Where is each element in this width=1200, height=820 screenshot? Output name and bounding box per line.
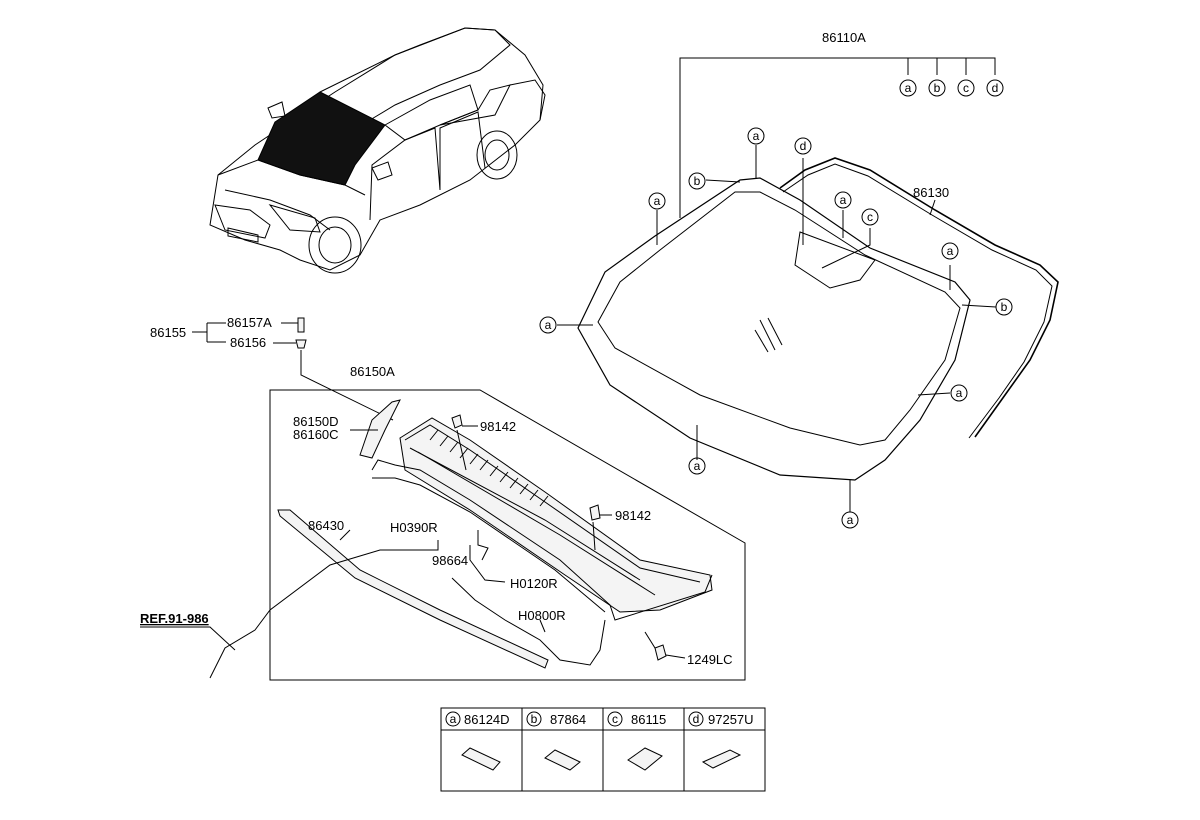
part-d-icon — [701, 749, 742, 769]
svg-text:d: d — [992, 81, 999, 95]
clip-icon-lower — [589, 504, 601, 521]
weatherstrip — [277, 509, 549, 669]
legend-part-b: 87864 — [550, 712, 586, 727]
label-86150d: 86150D — [293, 414, 339, 429]
callout-a-top: a — [899, 79, 917, 97]
callout-a-6: a — [950, 384, 968, 402]
reference-label: REF.91-986 — [140, 611, 209, 626]
part-c-icon — [627, 747, 663, 771]
part-a-icon — [461, 747, 501, 771]
bolt-icon — [297, 317, 305, 333]
windshield-glass — [577, 177, 971, 481]
callout-a-8: a — [841, 511, 859, 529]
svg-text:a: a — [654, 194, 661, 208]
part-b-icon — [544, 749, 581, 771]
bolt-group — [192, 317, 394, 421]
svg-text:a: a — [905, 81, 912, 95]
label-h0390r: H0390R — [390, 520, 438, 535]
svg-text:a: a — [753, 129, 760, 143]
svg-text:c: c — [963, 81, 969, 95]
legend-cell-c: c 86115 — [607, 711, 666, 771]
label-98142-lower: 98142 — [615, 508, 651, 523]
cowl-assembly-box — [269, 389, 746, 681]
callout-b-top: b — [928, 79, 946, 97]
callout-b-2: b — [995, 298, 1013, 316]
callout-a-3: a — [834, 191, 852, 209]
svg-text:b: b — [934, 81, 941, 95]
label-86160c: 86160C — [293, 427, 339, 442]
label-98142-upper: 98142 — [480, 419, 516, 434]
legend-part-c: 86115 — [631, 712, 666, 727]
svg-text:a: a — [840, 193, 847, 207]
label-86157a: 86157A — [227, 315, 272, 330]
legend-cell-b: b 87864 — [526, 711, 586, 771]
screw-icon — [654, 644, 667, 661]
label-86430: 86430 — [308, 518, 344, 533]
legend-cell-d: d 97257U — [688, 711, 754, 769]
label-86110a: 86110A — [822, 30, 866, 45]
callout-b-1: b — [688, 172, 706, 190]
legend-part-a: 86124D — [464, 712, 510, 727]
callout-c-top: c — [957, 79, 975, 97]
legend-cell-a: a 86124D — [445, 711, 510, 771]
callout-a-4: a — [941, 242, 959, 260]
svg-text:a: a — [947, 244, 954, 258]
clip-icon-upper — [451, 414, 463, 429]
label-86150a: 86150A — [350, 364, 395, 379]
label-h0120r: H0120R — [510, 576, 558, 591]
svg-text:c: c — [612, 712, 618, 726]
svg-text:b: b — [531, 712, 538, 726]
cowl-side-piece — [359, 399, 401, 459]
svg-text:a: a — [450, 712, 457, 726]
hose-lines — [209, 530, 606, 679]
svg-text:d: d — [800, 139, 807, 153]
nut-icon — [295, 339, 307, 349]
svg-text:a: a — [847, 513, 854, 527]
callout-c-1: c — [861, 208, 879, 226]
windshield-highlight — [257, 91, 386, 186]
windshield-leader-lines — [557, 57, 997, 512]
svg-text:b: b — [1001, 300, 1008, 314]
legend-part-d: 97257U — [708, 712, 754, 727]
label-h0800r: H0800R — [518, 608, 566, 623]
callout-a-5: a — [539, 316, 557, 334]
callout-a-7: a — [688, 457, 706, 475]
svg-text:c: c — [867, 210, 873, 224]
callout-a-1: a — [747, 127, 765, 145]
svg-text:a: a — [956, 386, 963, 400]
svg-text:a: a — [545, 318, 552, 332]
car-illustration — [209, 27, 546, 274]
callout-circles: a b c d a d b a a c a b a a a a — [539, 79, 1013, 529]
label-86155: 86155 — [150, 325, 186, 340]
label-98664: 98664 — [432, 553, 468, 568]
moulding-strip — [779, 157, 1059, 439]
legend-table: a 86124D b 87864 c 86115 d 97257U — [440, 707, 766, 792]
svg-text:a: a — [694, 459, 701, 473]
label-86156: 86156 — [230, 335, 266, 350]
svg-text:b: b — [694, 174, 701, 188]
callout-a-2: a — [648, 192, 666, 210]
cowl-panel — [371, 417, 713, 621]
label-1249lc: 1249LC — [687, 652, 733, 667]
callout-d-1: d — [794, 137, 812, 155]
callout-d-top: d — [986, 79, 1004, 97]
svg-text:d: d — [693, 712, 700, 726]
label-86130: 86130 — [913, 185, 949, 200]
